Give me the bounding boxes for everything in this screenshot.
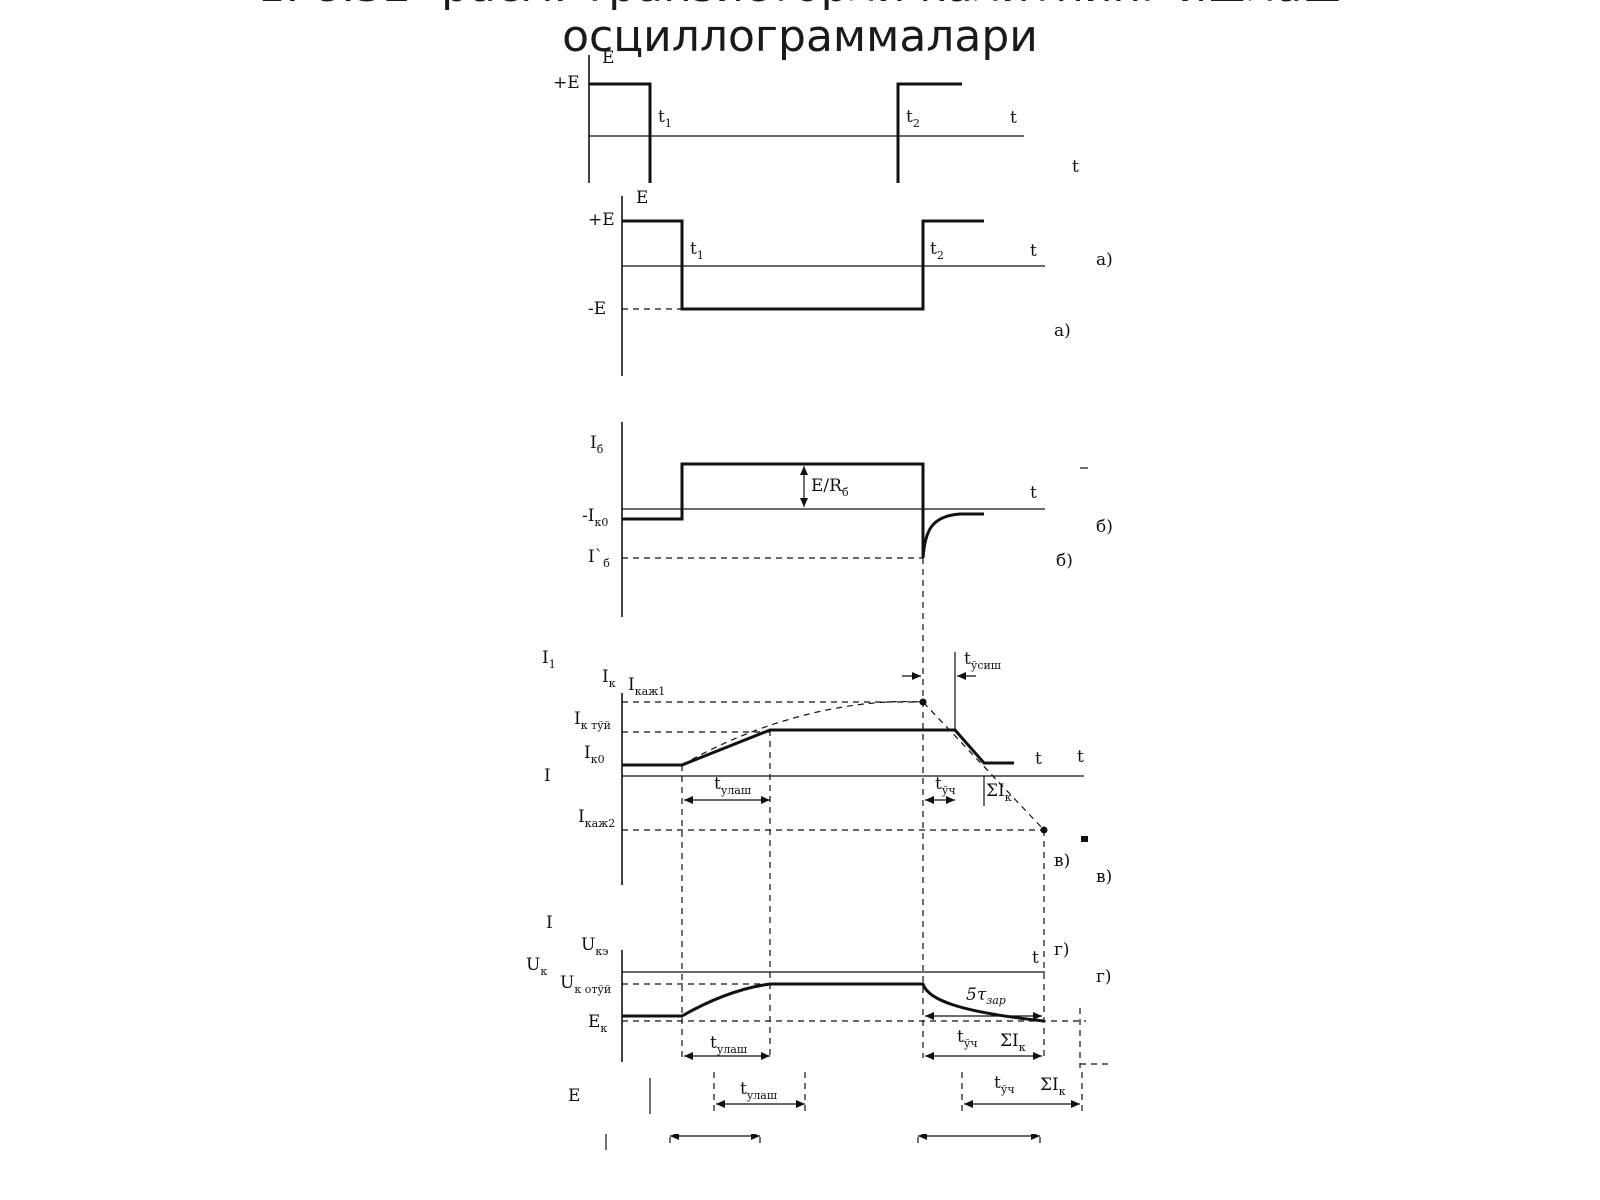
collector-voltage-curve [622, 982, 1045, 1023]
panel-a-ghost: E +E t1 t2 t t [0, 48, 1600, 196]
ghost-t1: t1 [658, 107, 672, 130]
panel-a-plus-e: +E [588, 210, 615, 230]
collector-current-curve [622, 728, 1014, 767]
panel-v-label-ghost: в) [1096, 867, 1112, 887]
panel-v-ghost-i: I1 [542, 648, 556, 671]
bottom-crop-mask [600, 1114, 1100, 1134]
crop-mask [0, 184, 1600, 196]
panel-b-ib2: I`б [588, 547, 610, 570]
panel-v-label: в) [1054, 851, 1070, 871]
figure-caption: 1. 8.52- расм. Транзисторли калитнинг иш… [0, 0, 1600, 62]
panel-g-ek: Eк [588, 1012, 607, 1035]
panel-g-ghost-i: I [546, 913, 553, 933]
panel-g-t-on: tулаш [710, 1033, 747, 1056]
panel-g-t-label: t [1032, 948, 1039, 968]
panel-g-tau: 5τзар [966, 985, 1006, 1007]
ghost-plus-e: +E [553, 73, 580, 93]
panel-a: E +E -E t1 t2 t a) а) [588, 188, 1113, 376]
panel-b: Iб -Iк0 I`б E/Rб t б) б) [582, 422, 1113, 617]
panel-a-t-label: t [1030, 241, 1037, 261]
panel-v-sum-ik: ΣIк [986, 781, 1012, 804]
ideal-current-curve [681, 700, 1045, 831]
panel-a-axis-e: E [636, 188, 648, 208]
panel-v-iktuy: Iк тўй [574, 709, 611, 732]
panel-v-t-off: tўч [935, 774, 956, 797]
panel-v: I1 I Iк Iкаж1 Iк тўй Iк0 Iкаж2 tулаш tўч… [542, 648, 1112, 887]
ghost-t-far: t [1072, 157, 1079, 177]
ghost-t-label: t [1010, 108, 1017, 128]
panel-v-ik0: Iк0 [584, 743, 605, 766]
panel-v-t-on: tулаш [714, 774, 751, 797]
panel-b-t-label: t [1030, 483, 1037, 503]
panel-b-axis-ib: Iб [590, 433, 604, 456]
ghost-t-on: tулаш [740, 1079, 777, 1102]
panel-a-label: а) [1054, 321, 1071, 341]
panel-g-ghost-e: E [568, 1086, 580, 1106]
panel-v-t-store: tўсиш [964, 649, 1001, 672]
ghost-axis-e: E [602, 48, 614, 68]
panel-v-t-ghost: t [1077, 747, 1084, 767]
bottom-ghost-overlay: tулаш tўч ΣIк [600, 1072, 1100, 1150]
panel-g: Uкэ Uк отўй Eк Uк I E 5τзар tулаш tўч ΣI… [526, 913, 1112, 1106]
panel-g-sum-ik: ΣIк [1000, 1031, 1026, 1054]
panel-v-ghost-i2: I [544, 766, 551, 786]
base-current-curve [622, 462, 984, 559]
panel-v-ikaj1: Iкаж1 [628, 675, 665, 698]
ghost-t2: t2 [906, 107, 920, 130]
ghost-input-pulse [589, 82, 962, 183]
panel-v-mark [1081, 836, 1088, 842]
panel-g-label: г) [1054, 940, 1070, 960]
panel-a-t1: t1 [690, 239, 704, 262]
ghost-t-off: tўч [994, 1073, 1015, 1096]
panel-a-label-ghost: a) [1096, 250, 1113, 270]
panel-v-t-label: t [1035, 749, 1042, 769]
panel-g-uke: Uкэ [581, 935, 608, 958]
input-voltage-pulse [622, 219, 984, 311]
panel-g-label-ghost: г) [1096, 967, 1112, 987]
panel-g-ukt: Uк отўй [560, 973, 611, 996]
panel-g-t-off: tўч [957, 1027, 978, 1050]
panel-b-label: б) [1056, 551, 1073, 571]
ghost-sum-ik: ΣIк [1040, 1075, 1066, 1098]
panel-b-label-ghost: б) [1096, 517, 1113, 537]
panel-b-e-over-rb: E/Rб [811, 476, 849, 499]
panel-a-t2: t2 [930, 239, 944, 262]
caption-line-2: осциллограммалари [562, 11, 1038, 62]
panel-v-ikaj2: Iкаж2 [578, 807, 615, 830]
panel-b-ik0: -Iк0 [582, 506, 608, 529]
panel-g-ghost-u: Uк [526, 955, 547, 978]
caption-line-1: 1. 8.52- расм. Транзисторли калитнинг иш… [257, 0, 1342, 12]
panel-a-minus-e: -E [588, 299, 606, 319]
panel-v-axis-ik: Iк [602, 667, 616, 690]
